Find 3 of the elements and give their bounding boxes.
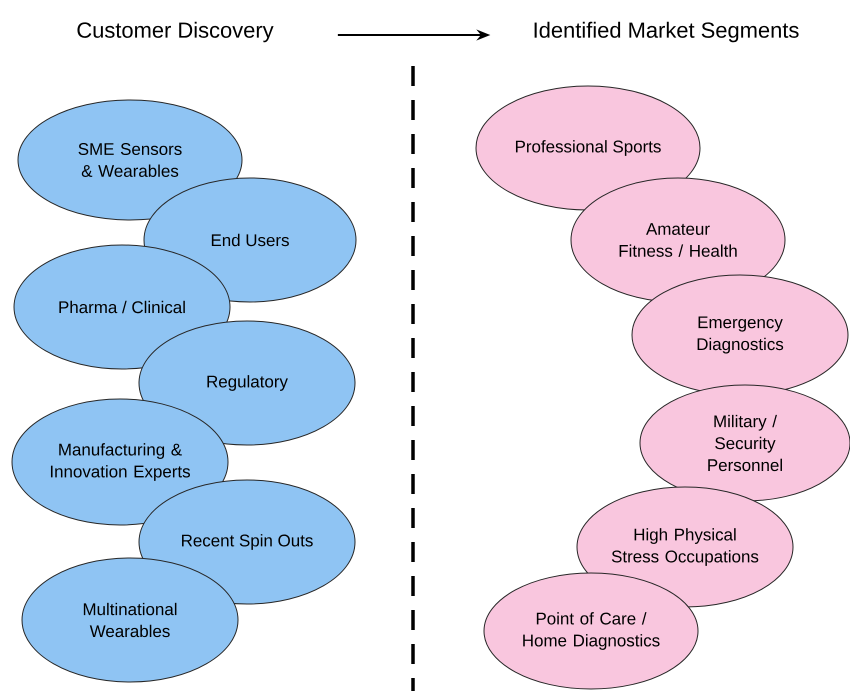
heading: Identified Market Segments [534,22,799,42]
heading: Customer Discovery [77,22,274,42]
node-label: Military / Security Personnel [708,414,782,472]
